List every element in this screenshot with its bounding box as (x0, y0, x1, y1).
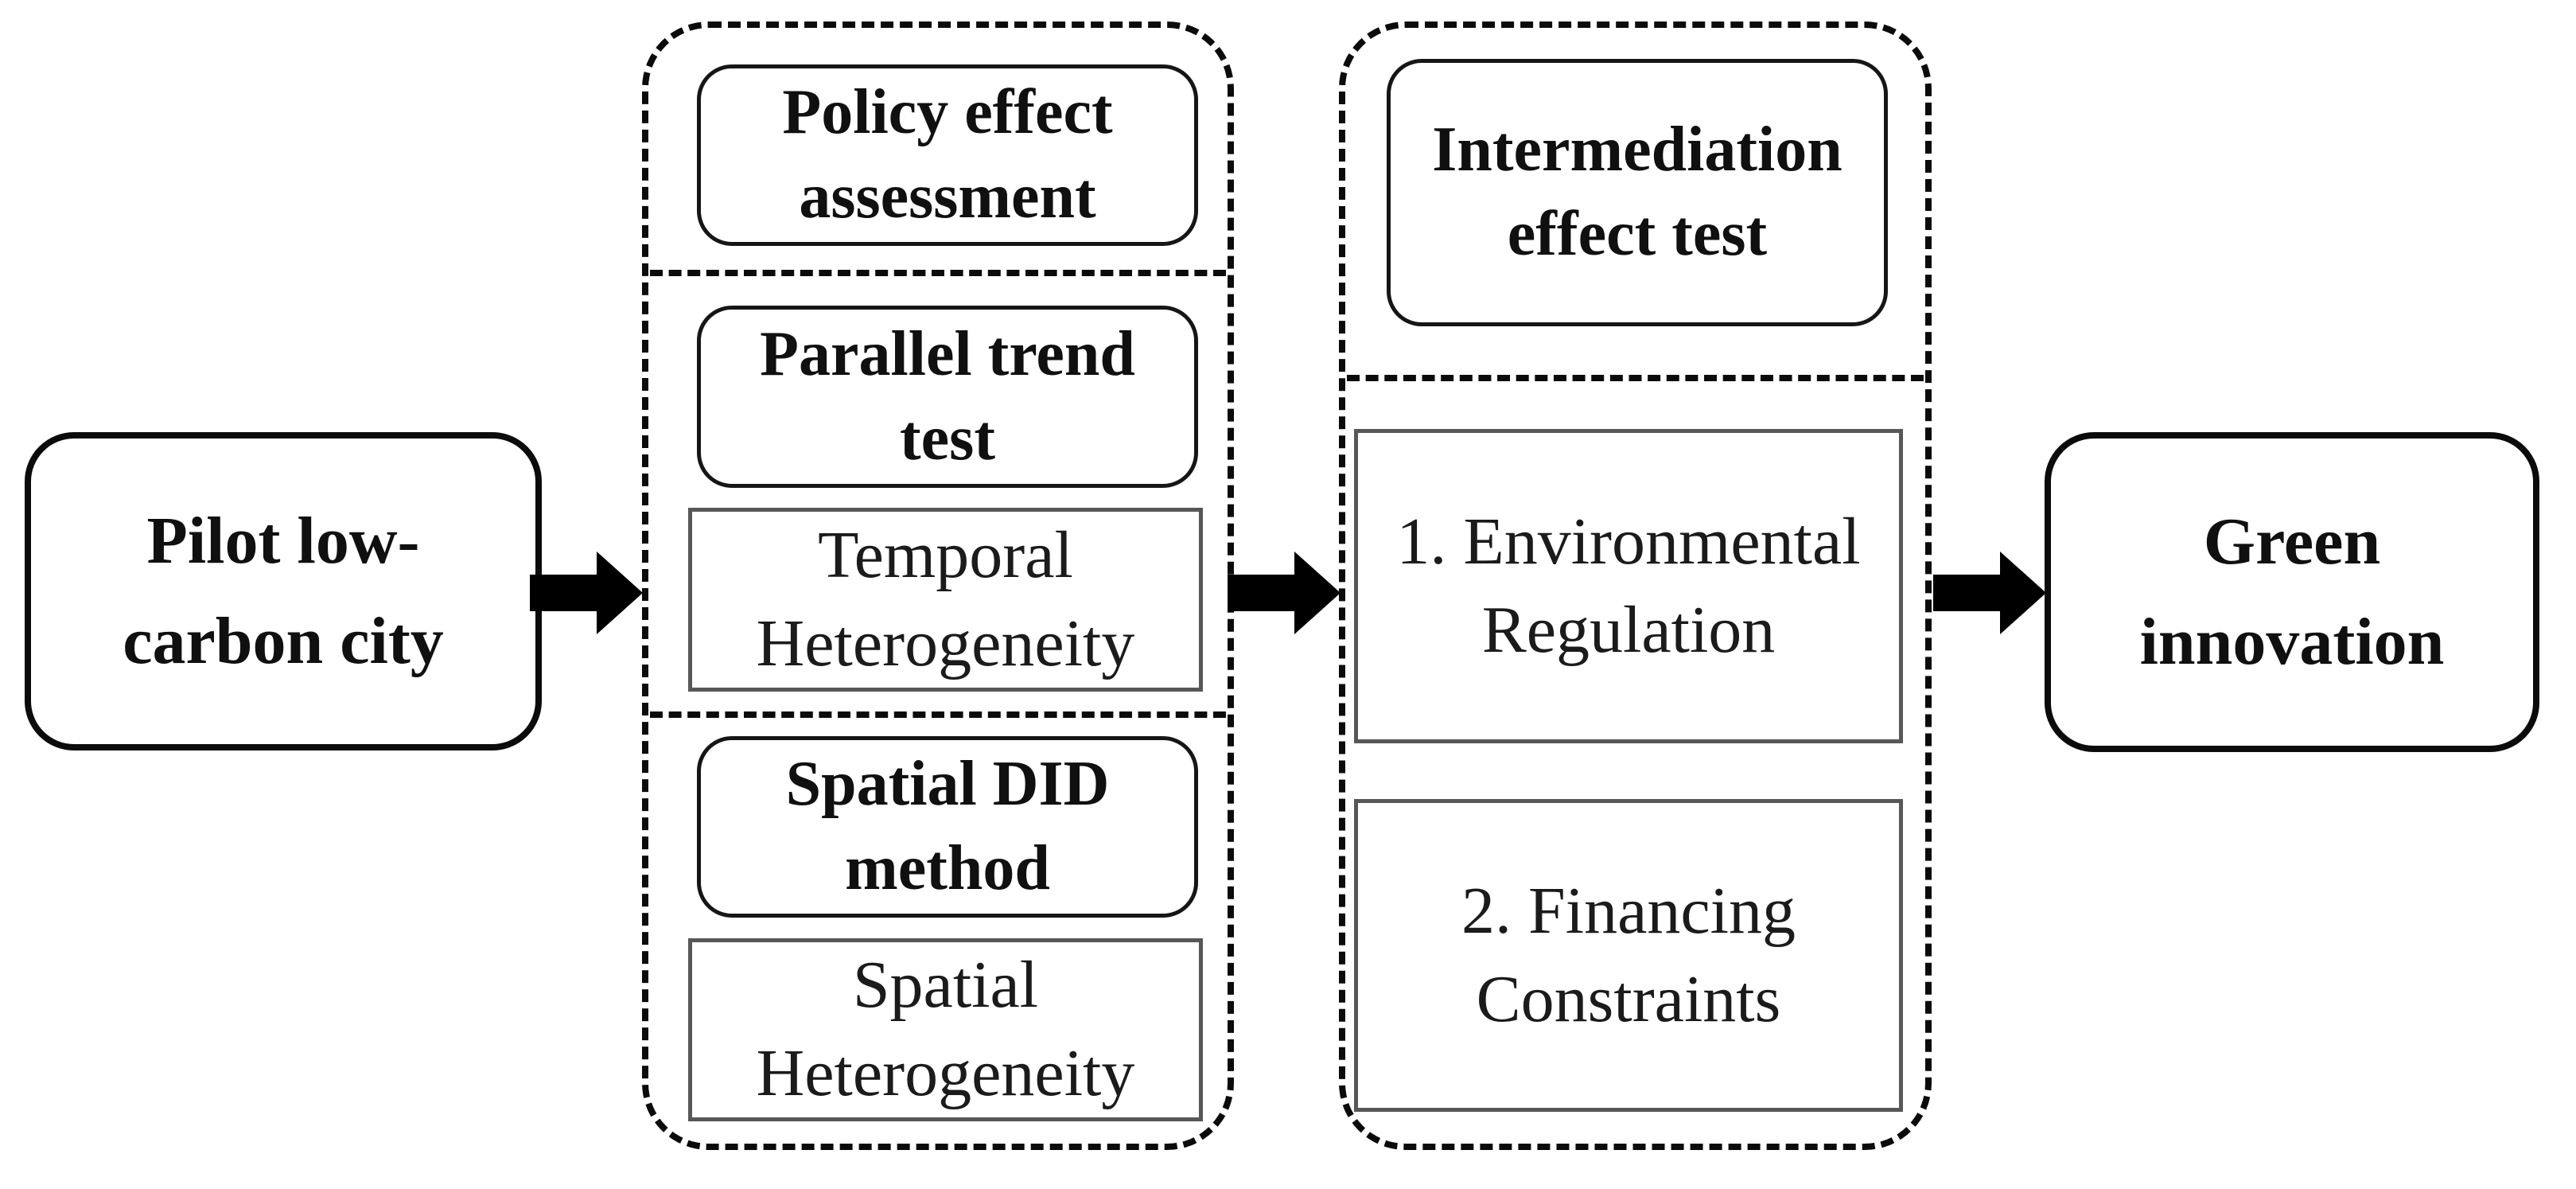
arrow-tail (1228, 575, 1294, 611)
node-environmental-regulation: 1. Environmental Regulation (1354, 429, 1903, 743)
node-pilot-label: Pilot low- carbon city (123, 504, 444, 678)
arrow-right-icon (1933, 552, 2046, 634)
node-intermediation-label: Intermediation effect test (1432, 115, 1843, 269)
dashed-group-intermediation: Intermediation effect test 1. Environmen… (1339, 21, 1932, 1150)
node-spatial-het-label: Spatial Heterogeneity (756, 948, 1135, 1110)
node-spatial-did-label: Spatial DID method (785, 749, 1110, 903)
node-policy-effect-assessment: Policy effect assessment (697, 64, 1198, 246)
arrow-right-icon (530, 552, 643, 634)
node-fin-con-label: 2. Financing Constraints (1461, 873, 1796, 1036)
node-green-innovation: Green innovation (2045, 432, 2539, 752)
arrow-tail (530, 575, 597, 611)
node-green-label: Green innovation (2139, 505, 2445, 679)
dashed-divider (650, 270, 1226, 276)
node-parallel-trend-test: Parallel trend test (697, 306, 1198, 488)
node-spatial-did-method: Spatial DID method (697, 736, 1198, 918)
node-pilot-low-carbon-city: Pilot low- carbon city (25, 432, 542, 750)
arrow-head (2000, 552, 2046, 634)
dashed-divider (650, 711, 1226, 718)
node-env-reg-label: 1. Environmental Regulation (1396, 504, 1861, 667)
dashed-divider (1347, 375, 1924, 381)
dashed-group-policy-assessment: Policy effect assessment Parallel trend … (642, 21, 1234, 1150)
arrow-head (1294, 552, 1341, 634)
node-spatial-heterogeneity: Spatial Heterogeneity (688, 938, 1203, 1121)
node-temporal-heterogeneity: Temporal Heterogeneity (688, 508, 1203, 692)
node-intermediation-effect-test: Intermediation effect test (1387, 59, 1888, 326)
node-policy-label: Policy effect assessment (782, 77, 1113, 232)
node-parallel-label: Parallel trend test (760, 318, 1135, 474)
arrow-right-icon (1228, 552, 1341, 634)
node-temporal-label: Temporal Heterogeneity (756, 517, 1135, 680)
arrow-tail (1933, 575, 2000, 611)
node-financing-constraints: 2. Financing Constraints (1354, 799, 1903, 1112)
arrow-head (597, 552, 643, 634)
